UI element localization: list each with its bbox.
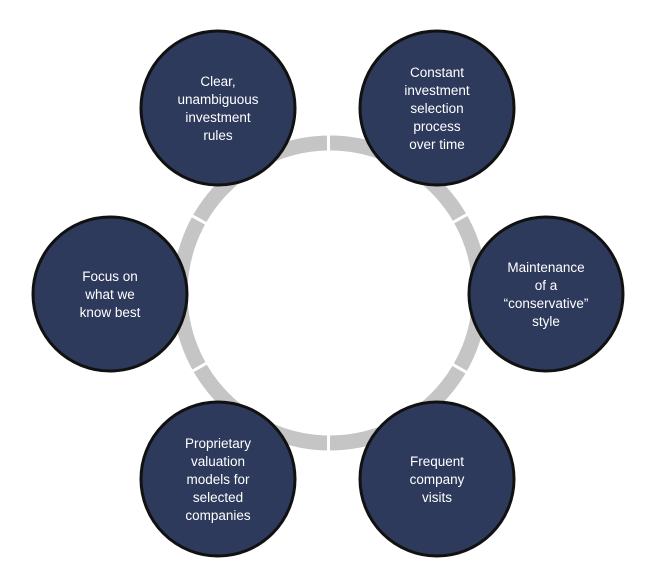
cycle-ring-track	[172, 135, 488, 451]
cycle-node-label-line: Constant	[410, 65, 464, 80]
cycle-node-process: Constant investment selection process over t…	[358, 29, 516, 187]
cycle-node-circle	[139, 29, 297, 187]
cycle-node-circle	[358, 400, 516, 558]
cycle-node-valuation: Proprietary valuation models for selected co…	[139, 400, 297, 558]
cycle-node-label-line: over time	[409, 137, 465, 152]
cycle-node-label-line: visits	[422, 490, 452, 505]
cycle-node-circle	[467, 215, 625, 373]
cycle-node-label-line: Clear,	[200, 74, 235, 89]
cycle-node-label-line: process	[413, 119, 461, 134]
cycle-node-label-line: know best	[80, 305, 141, 320]
cycle-node-label-line: Focus on	[82, 269, 138, 284]
cycle-node-label-line: of a	[535, 278, 558, 293]
cycle-node-label-line: “conservative”	[504, 296, 589, 311]
cycle-node-label-line: what we	[84, 287, 135, 302]
cycle-node-conservative: Maintenance of a “conservative” style	[467, 215, 625, 373]
cycle-node-label-line: companies	[185, 508, 251, 523]
ring-separator	[190, 213, 208, 226]
cycle-node-rules: Clear, unambiguous investment rules	[139, 29, 297, 187]
cycle-node-label-line: unambiguous	[177, 92, 258, 107]
cycle-node-label-line: valuation	[191, 454, 245, 469]
cycle-node-label-line: investment	[404, 83, 470, 98]
cycle-node-label-line: style	[532, 314, 560, 329]
cycle-node-circle	[31, 215, 189, 373]
cycle-node-label-line: selection	[410, 101, 463, 116]
cycle-node-label-line: company	[410, 472, 465, 487]
cycle-node-label-line: selected	[193, 490, 243, 505]
ring-separator	[451, 362, 469, 375]
cycle-node-label-line: Proprietary	[185, 436, 251, 451]
cycle-node-label-line: Frequent	[410, 454, 464, 469]
cycle-node-circle	[358, 29, 516, 187]
ring-separator	[451, 212, 469, 225]
cycle-node-label-line: Maintenance	[507, 260, 584, 275]
cycle-nodes: Clear, unambiguous investment rules Constant…	[31, 29, 625, 558]
cycle-node-circle	[139, 400, 297, 558]
ring-separator	[191, 361, 209, 373]
cycle-node-label-line: investment	[185, 110, 251, 125]
cycle-ring-separators	[190, 133, 469, 453]
cycle-node-label-line: rules	[203, 128, 233, 143]
cycle-node-label-line: models for	[186, 472, 250, 487]
cycle-node-focus: Focus on what we know best	[31, 215, 189, 373]
cycle-node-visits: Frequent company visits	[358, 400, 516, 558]
